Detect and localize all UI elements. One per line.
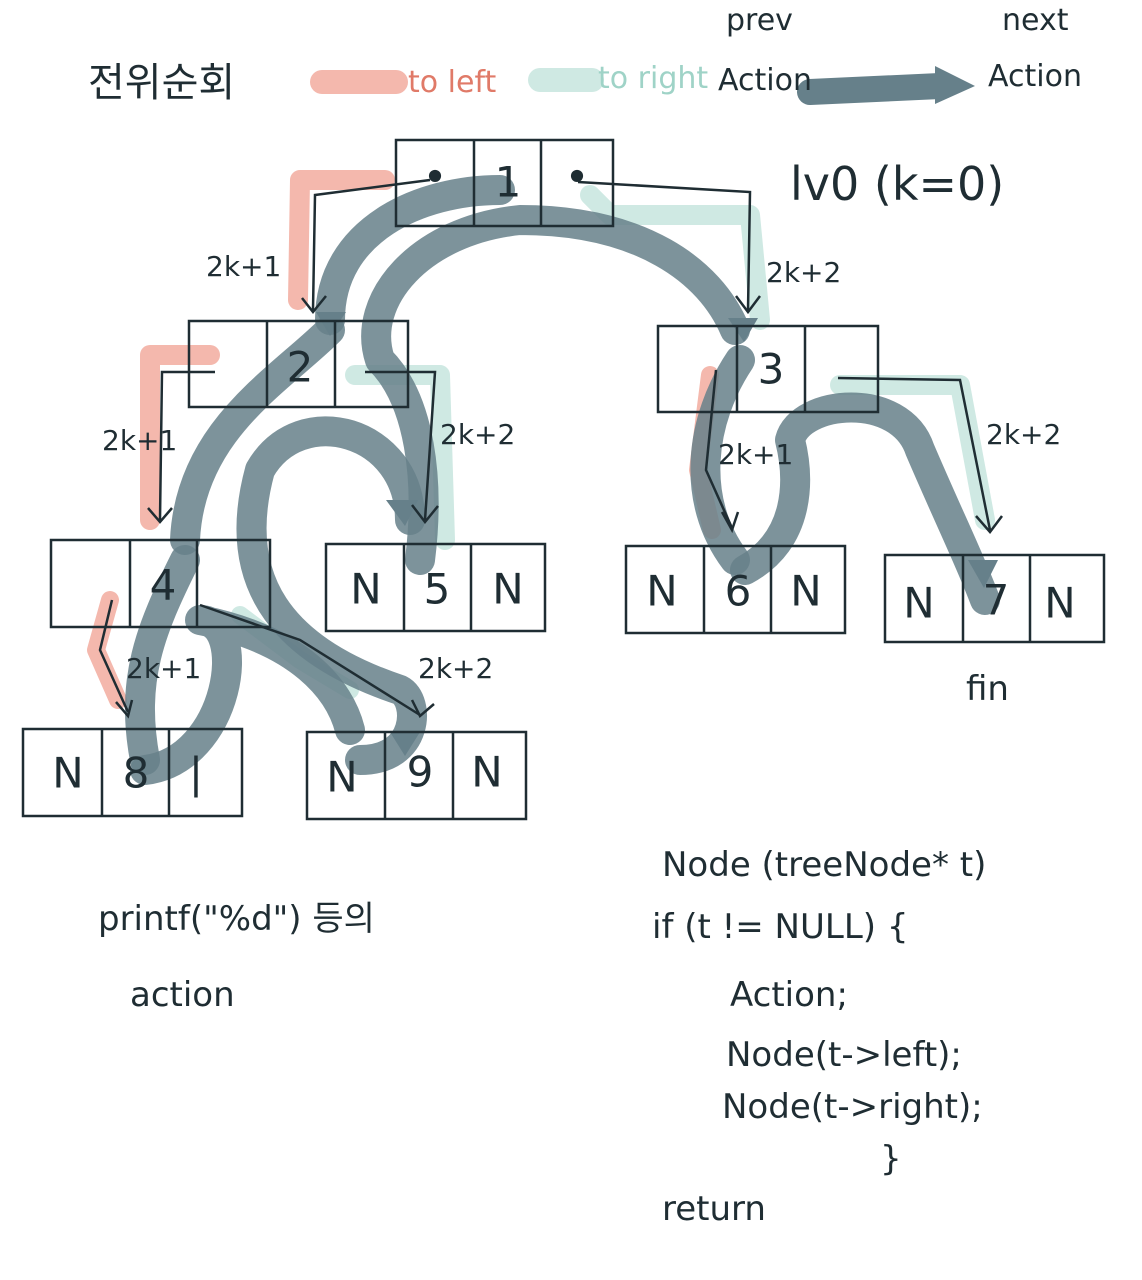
edge-labels: 2k+1 2k+2 2k+1 2k+2 2k+1 2k+2 2k+1 2k+2: [102, 250, 1061, 685]
node-9-right: N: [471, 748, 502, 797]
node-3: 3: [656, 324, 880, 414]
legend-arrow-head: [935, 66, 975, 104]
legend-next-label: next: [1002, 3, 1069, 38]
fin-label: fin: [966, 669, 1009, 709]
node-7: N 7 N: [883, 553, 1106, 644]
note-line-2: action: [130, 975, 235, 1015]
pointer-arrows: [98, 178, 1003, 719]
pseudocode: Node (treeNode* t) if (t != NULL) { Acti…: [652, 845, 986, 1229]
node-9: N 9 N: [305, 730, 528, 821]
node-1-value: 1: [495, 158, 522, 207]
node-2: 2: [187, 319, 410, 409]
legend-left-label: to left: [408, 65, 496, 100]
legend-path-arrow: [797, 73, 953, 105]
node-8-left: N: [52, 749, 83, 798]
code-line-1: Node (treeNode* t): [662, 845, 986, 885]
node-7-value: 7: [983, 576, 1010, 625]
page-title: 전위순회: [88, 60, 235, 106]
edge-label-4-8: 2k+1: [126, 652, 201, 685]
path-head-3: [728, 318, 758, 342]
node-7-left: N: [903, 579, 934, 628]
node-6-right: N: [790, 567, 821, 616]
traversal-path: [125, 175, 1000, 785]
edge-label-4-9: 2k+2: [418, 652, 493, 685]
node-6-left: N: [646, 567, 677, 616]
node-9-left: N: [326, 753, 357, 802]
node-8-value: 8: [123, 749, 150, 798]
node-1: • 1 •: [394, 138, 615, 228]
node-4-value: 4: [150, 561, 177, 610]
level-label: lv0 (k=0): [790, 157, 1004, 211]
node-2-value: 2: [287, 343, 314, 392]
node-6-value: 6: [725, 567, 752, 616]
node-5-right: N: [492, 565, 523, 614]
code-line-4: Node(t->left);: [726, 1035, 962, 1075]
node-1-right: •: [565, 153, 590, 202]
edge-label-1-2: 2k+1: [206, 250, 281, 283]
node-8: N 8 |: [21, 727, 244, 818]
legend-right-label: to right: [598, 61, 708, 96]
node-8-right: |: [189, 749, 203, 798]
legend-prev-action: Action: [718, 63, 812, 98]
edge-label-2-4: 2k+1: [102, 424, 177, 457]
code-line-2: if (t != NULL) {: [652, 907, 908, 947]
node-5-left: N: [350, 565, 381, 614]
note-line-1: printf("%d") 등의: [98, 899, 375, 939]
code-line-5: Node(t->right);: [722, 1087, 983, 1127]
node-5: N 5 N: [324, 542, 547, 633]
path-head-9: [390, 732, 420, 756]
node-1-left: •: [423, 153, 448, 202]
node-7-right: N: [1044, 579, 1075, 628]
path-head-2: [316, 312, 346, 336]
path-head-5: [386, 500, 418, 526]
edge-label-3-7: 2k+2: [986, 418, 1061, 451]
tree-nodes: • 1 • 2 3 4: [21, 138, 1106, 821]
legend-prev-label: prev: [726, 3, 793, 38]
edge-label-2-5: 2k+2: [440, 418, 515, 451]
node-4: 4: [49, 538, 272, 629]
node-6: N 6 N: [624, 544, 847, 635]
code-line-7: return: [662, 1189, 766, 1229]
node-9-value: 9: [407, 748, 434, 797]
edge-label-1-3: 2k+2: [766, 256, 841, 289]
edge-label-3-6: 2k+1: [718, 438, 793, 471]
node-3-value: 3: [758, 345, 785, 394]
path-head-7: [968, 560, 998, 588]
node-5-value: 5: [424, 565, 451, 614]
code-line-3: Action;: [730, 975, 848, 1015]
legend-next-action: Action: [988, 59, 1082, 94]
code-line-6: }: [880, 1139, 902, 1179]
